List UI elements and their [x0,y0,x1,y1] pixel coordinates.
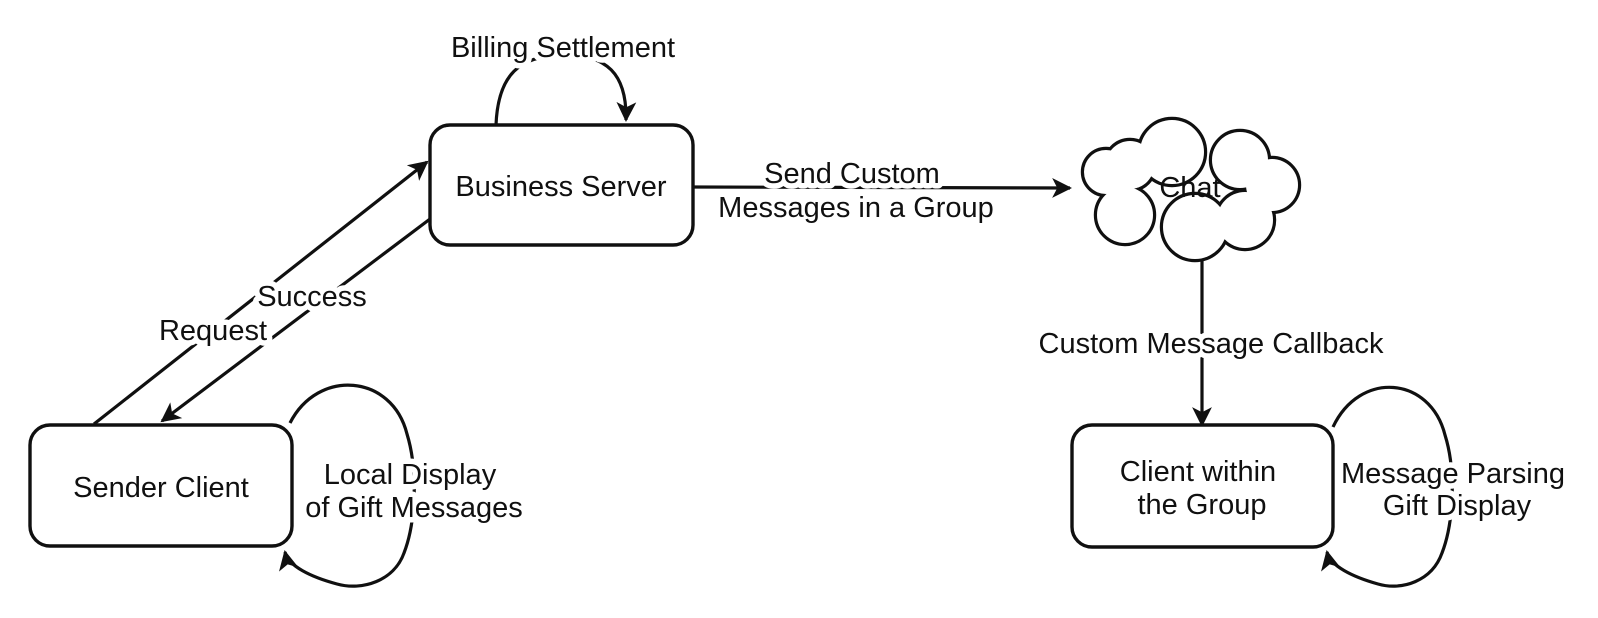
success-label: Success [257,281,367,313]
business-server-label: Business Server [455,171,666,203]
send-custom-label-line1: Send Custom [764,158,940,190]
message-parsing-label-line1: Message Parsing [1341,458,1565,490]
sender-client-label: Sender Client [73,472,249,504]
edge-send-custom-line [691,178,1072,198]
custom-message-callback-label: Custom Message Callback [1039,328,1384,360]
node-group-client-box [1070,423,1335,549]
chat-label: Chat [1159,172,1220,204]
edge-local-display-loop [279,383,416,588]
edge-message-parsing-loop [1321,385,1454,588]
local-display-label-line2: of Gift Messages [305,492,523,524]
billing-settlement-label: Billing Settlement [451,32,675,64]
node-sender-client-box [28,423,294,548]
group-client-label-line2: the Group [1138,489,1267,521]
message-parsing-label-line2: Gift Display [1383,490,1532,522]
local-display-label-line1: Local Display [324,459,497,491]
send-custom-label: Send Custom Messages in a Group [718,158,994,224]
send-custom-label-line2: Messages in a Group [718,192,994,224]
group-client-label-line1: Client within [1120,456,1276,488]
node-business-server-box [428,123,695,247]
group-client-label: Client within the Group [1120,456,1284,521]
edge-request-line [93,160,429,426]
request-label: Request [159,315,267,347]
edge-billing-settlement-loop [494,53,637,126]
edge-success-line [160,217,431,423]
local-display-label: Local Display of Gift Messages [305,459,523,524]
message-parsing-label: Message Parsing Gift Display [1341,458,1573,522]
